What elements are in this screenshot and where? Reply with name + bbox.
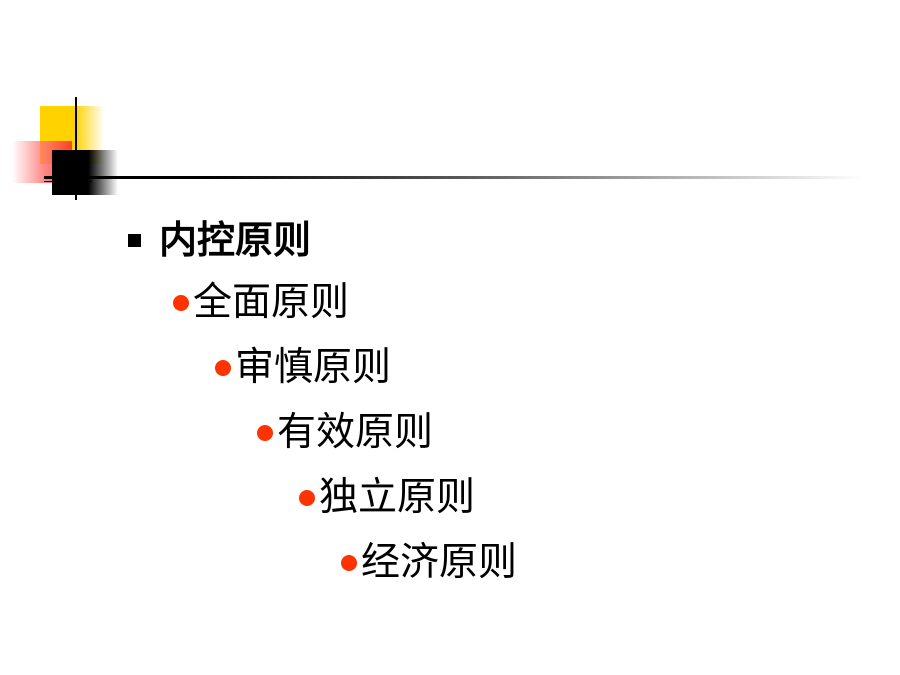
bullet-item-label: 经济原则	[361, 540, 518, 585]
bullet-item-2: 审慎原则	[215, 348, 391, 387]
square-bullet-icon	[128, 233, 141, 247]
bullet-item-label: 有效原则	[277, 410, 434, 455]
round-bullet-icon	[215, 359, 231, 376]
vertical-rule-decoration	[75, 97, 77, 200]
round-bullet-icon	[257, 424, 273, 441]
title-underline-rule	[44, 176, 864, 179]
heading-text: 内控原则	[159, 218, 312, 262]
round-bullet-icon	[341, 554, 357, 571]
title-underline-rule-thin	[44, 181, 92, 182]
round-bullet-icon	[173, 294, 189, 311]
bullet-item-1: 全面原则	[173, 283, 349, 322]
bullet-item-label: 独立原则	[319, 475, 476, 520]
bullet-item-label: 全面原则	[193, 280, 350, 325]
bullet-item-3: 有效原则	[257, 413, 433, 452]
bullet-item-4: 独立原则	[299, 478, 475, 517]
bullet-item-label: 审慎原则	[235, 345, 392, 390]
bullet-heading: 内控原则	[128, 221, 311, 259]
round-bullet-icon	[299, 489, 315, 506]
black-square-decoration	[52, 150, 118, 195]
bullet-item-5: 经济原则	[341, 543, 517, 582]
